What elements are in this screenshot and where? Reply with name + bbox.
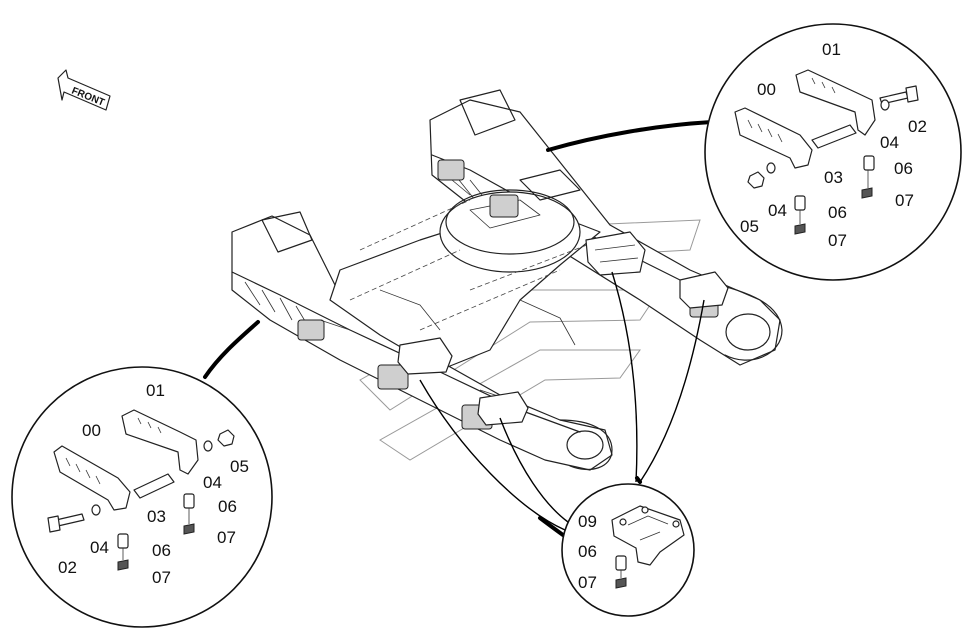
part-label: 07 — [217, 528, 236, 547]
track-guard-part — [53, 445, 131, 511]
washer-part — [91, 504, 101, 516]
pin-part — [811, 124, 857, 149]
part-label: 03 — [824, 168, 843, 187]
collar-part — [615, 555, 627, 571]
track-guard-mounted — [397, 231, 729, 426]
part-label: 04 — [880, 133, 899, 152]
part-label: 07 — [828, 231, 847, 250]
part-label: 00 — [757, 80, 776, 99]
part-label: 09 — [578, 512, 597, 531]
detail-circle-bottom: 09 06 07 — [561, 483, 695, 617]
nut-part — [217, 429, 235, 447]
bolt-small-part — [861, 187, 873, 199]
roller-guard-part — [611, 505, 685, 566]
bolt-small-part — [183, 523, 195, 535]
part-label: 06 — [828, 203, 847, 222]
part-label: 05 — [230, 457, 249, 476]
collar-part — [183, 493, 195, 509]
bolt-small-part — [615, 577, 627, 589]
washer-part — [766, 162, 776, 174]
part-label: 03 — [147, 507, 166, 526]
part-label: 04 — [90, 538, 109, 557]
part-label: 06 — [578, 542, 597, 561]
front-arrow-icon: FRONT — [57, 69, 111, 111]
callout-leaders — [203, 120, 714, 537]
collar-part — [794, 195, 806, 211]
part-label: 07 — [152, 568, 171, 587]
part-label: 04 — [203, 473, 222, 492]
part-label: 05 — [740, 217, 759, 236]
bolt-small-part — [794, 223, 806, 235]
track-guard-part — [795, 69, 876, 136]
part-label: 07 — [578, 573, 597, 592]
part-label: 00 — [82, 421, 101, 440]
part-label: 01 — [146, 381, 165, 400]
part-label: 07 — [895, 191, 914, 210]
part-label: 06 — [218, 497, 237, 516]
detail-circle-left: 01 00 05 04 06 03 07 04 06 02 07 — [11, 366, 273, 628]
part-label: 02 — [908, 117, 927, 136]
collar-part — [863, 155, 875, 171]
part-label: 06 — [894, 159, 913, 178]
washer-part — [203, 440, 213, 452]
part-label: 02 — [58, 558, 77, 577]
part-label: 01 — [822, 40, 841, 59]
pin-part — [133, 473, 175, 499]
bolt-small-part — [117, 559, 129, 571]
washer-part — [880, 99, 890, 111]
detail-circle-right: 01 00 02 04 06 03 07 04 05 06 07 — [704, 23, 962, 281]
part-label: 06 — [152, 541, 171, 560]
track-guard-part — [734, 107, 813, 169]
part-label: 04 — [768, 201, 787, 220]
nut-part — [747, 171, 765, 189]
undercarriage-frame — [231, 89, 783, 471]
track-guard-part — [121, 409, 199, 475]
collar-part — [117, 533, 129, 549]
